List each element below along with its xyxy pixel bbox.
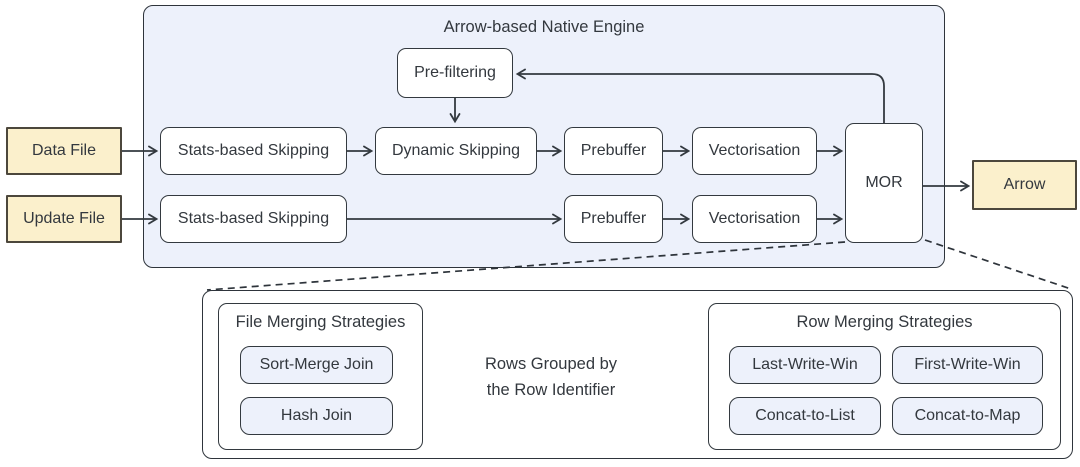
cylinder-label-line1: Rows Grouped by [484, 355, 618, 374]
first-write-win-chip: First-Write-Win [892, 346, 1043, 384]
data-file-box: Data File [6, 127, 122, 175]
arrow-mor-prefiltering-feedback [515, 68, 885, 123]
prebuffer-box-2: Prebuffer [564, 195, 663, 243]
concat-to-map-chip: Concat-to-Map [892, 397, 1043, 435]
vectorisation-box-1: Vectorisation [692, 127, 817, 175]
cylinder-label: Rows Grouped by the Row Identifier [458, 340, 644, 416]
last-write-win-chip: Last-Write-Win [729, 346, 881, 384]
stats-based-skipping-box-1: Stats-based Skipping [160, 127, 347, 175]
arrow-output-box: Arrow [972, 160, 1077, 210]
engine-title: Arrow-based Native Engine [443, 18, 645, 36]
mor-box: MOR [845, 123, 923, 243]
sort-merge-join-chip: Sort-Merge Join [240, 346, 393, 384]
update-file-box: Update File [6, 195, 122, 243]
concat-to-list-chip: Concat-to-List [729, 397, 881, 435]
hash-join-chip: Hash Join [240, 397, 393, 435]
dynamic-skipping-box: Dynamic Skipping [375, 127, 537, 175]
prebuffer-box-1: Prebuffer [564, 127, 663, 175]
vectorisation-box-2: Vectorisation [692, 195, 817, 243]
dashed-expand-right [924, 239, 1072, 290]
pre-filtering-box: Pre-filtering [397, 48, 513, 98]
cylinder-label-line2: the Row Identifier [486, 381, 616, 399]
stats-based-skipping-box-2: Stats-based Skipping [160, 195, 347, 243]
dashed-expand-left [206, 241, 846, 291]
file-merging-title: File Merging Strategies [235, 313, 406, 331]
row-merging-title: Row Merging Strategies [796, 313, 973, 331]
